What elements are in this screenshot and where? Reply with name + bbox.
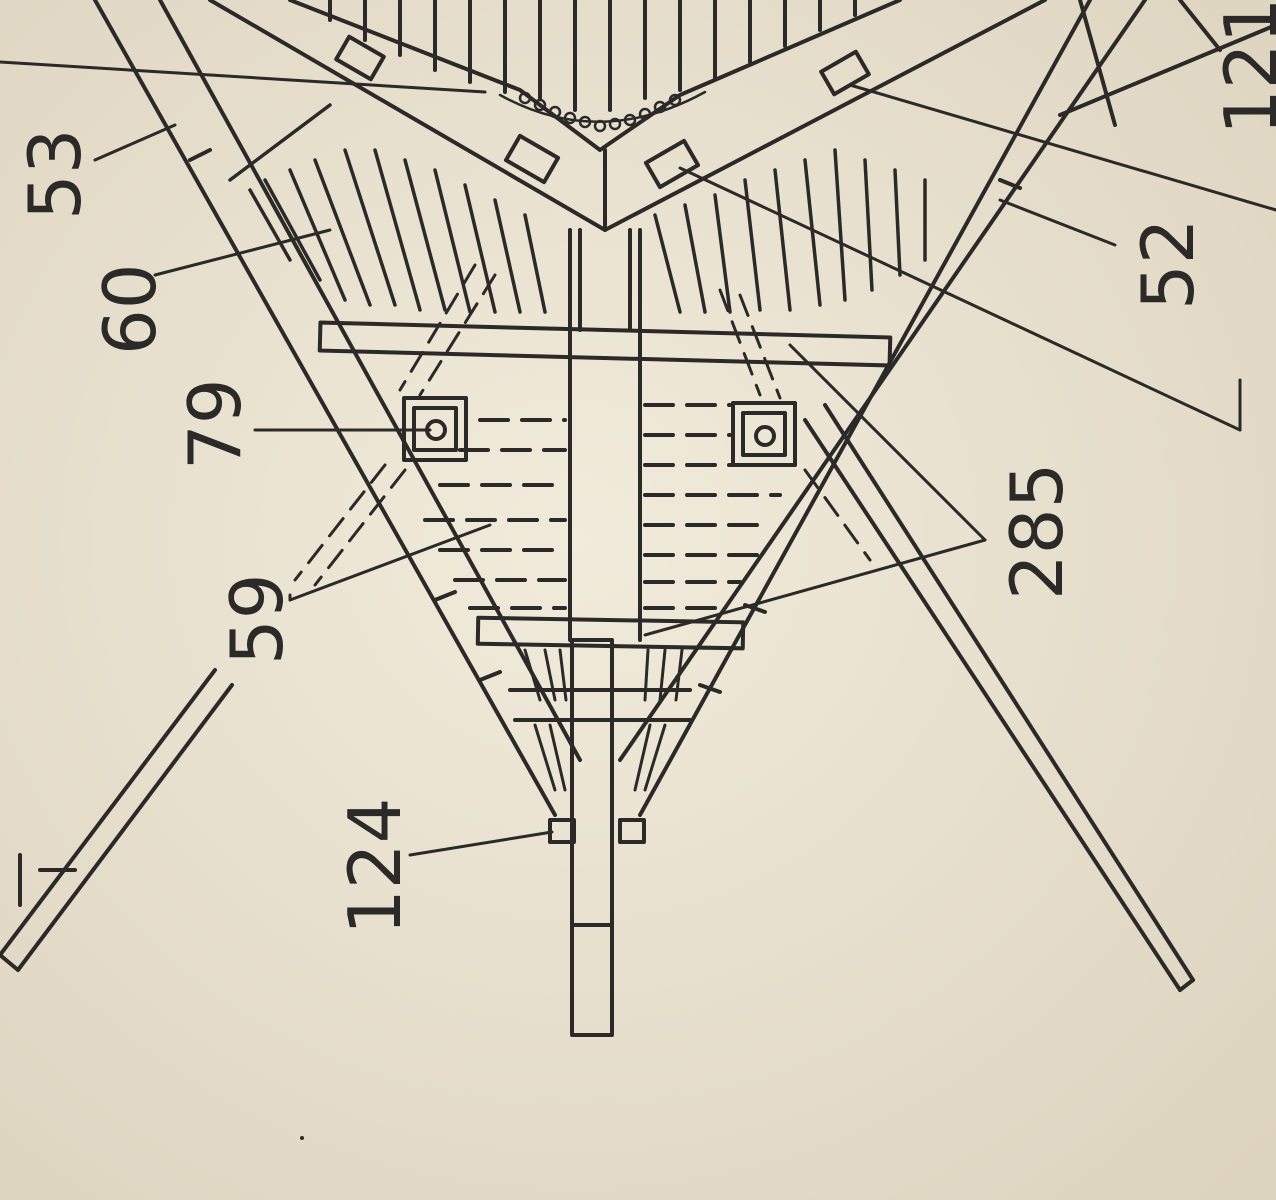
spars bbox=[0, 0, 1276, 992]
callout-60: 60 bbox=[88, 263, 172, 355]
dashed-guides bbox=[293, 263, 872, 587]
bow-planking bbox=[523, 648, 684, 792]
callout-79: 79 bbox=[173, 378, 257, 470]
forecastle-deck bbox=[208, 0, 1047, 232]
leader-lines bbox=[0, 60, 1276, 857]
cross-beams bbox=[317, 320, 893, 722]
anchor-chain-beads bbox=[498, 90, 707, 133]
dashed-deck-planks bbox=[423, 403, 782, 610]
callout-53: 53 bbox=[13, 128, 97, 220]
callout-59: 59 bbox=[215, 573, 299, 665]
hatched-deck-left bbox=[228, 103, 547, 314]
hatched-deck-right bbox=[653, 148, 927, 314]
callout-52: 52 bbox=[1126, 218, 1210, 310]
callout-124: 124 bbox=[333, 798, 417, 935]
callout-121: 121 bbox=[1209, 0, 1276, 135]
deck-fittings bbox=[334, 34, 871, 190]
paper-speck bbox=[300, 1136, 304, 1140]
callout-285: 285 bbox=[995, 463, 1079, 600]
